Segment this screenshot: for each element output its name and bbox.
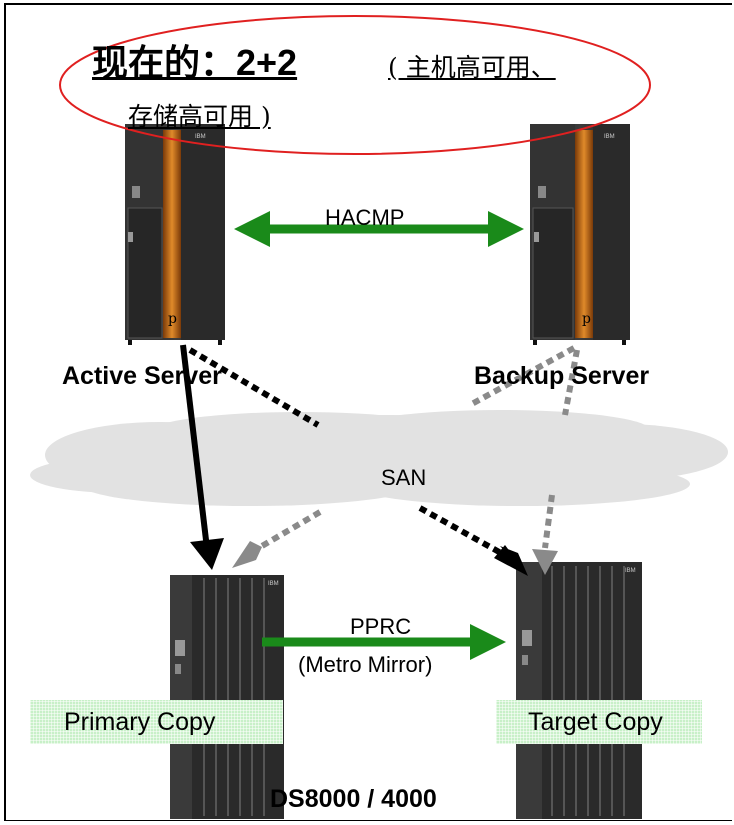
backup-server-icon: IBM p — [530, 124, 630, 345]
active-server-icon: IBM p — [125, 124, 225, 345]
active-to-target-path — [188, 347, 320, 428]
svg-text:IBM: IBM — [625, 568, 636, 574]
target-copy-label: Target Copy — [496, 700, 702, 744]
active-primary-arrowhead — [190, 538, 224, 570]
svg-text:IBM: IBM — [604, 134, 615, 140]
active-to-target-path-lower — [418, 505, 512, 561]
title-config: 2+2 — [236, 42, 298, 83]
active-target-arrowhead — [494, 545, 528, 576]
primary-copy-label: Primary Copy — [30, 700, 283, 744]
target-storage-icon: IBM — [516, 562, 642, 819]
active-primary-path-arrow — [180, 344, 211, 558]
svg-text:IBM: IBM — [195, 134, 206, 140]
san-label: SAN — [381, 465, 427, 490]
storage-model-label: DS8000 / 4000 — [270, 785, 437, 813]
svg-text:p: p — [582, 311, 591, 327]
backup-to-primary-path-lower — [248, 509, 322, 556]
active-server-label: Active Server — [62, 362, 222, 390]
title-highlight-ellipse — [59, 15, 651, 155]
page-title: 现在的：2+2 — [92, 34, 297, 86]
backup-server-label: Backup Server — [474, 362, 650, 390]
title-prefix: 现在的： — [92, 43, 237, 84]
svg-text:p: p — [168, 311, 177, 327]
san-cloud-icon — [30, 410, 728, 506]
backup-primary-arrowhead — [232, 541, 262, 568]
svg-text:IBM: IBM — [268, 581, 279, 587]
title-note-line-2: 存储高可用 ) — [128, 102, 271, 131]
backup-to-primary-path-upper — [468, 345, 576, 408]
backup-to-target-path-lower — [542, 494, 555, 549]
diagram-frame — [4, 3, 732, 821]
hacmp-label: HACMP — [325, 205, 405, 230]
pprc-label: PPRC — [350, 614, 412, 639]
primary-storage-icon: IBM — [170, 575, 284, 819]
metro-mirror-label: (Metro Mirror) — [298, 652, 433, 677]
backup-target-arrowhead — [532, 549, 558, 575]
title-note-line-1: ( 主机高可用、 — [388, 53, 556, 82]
